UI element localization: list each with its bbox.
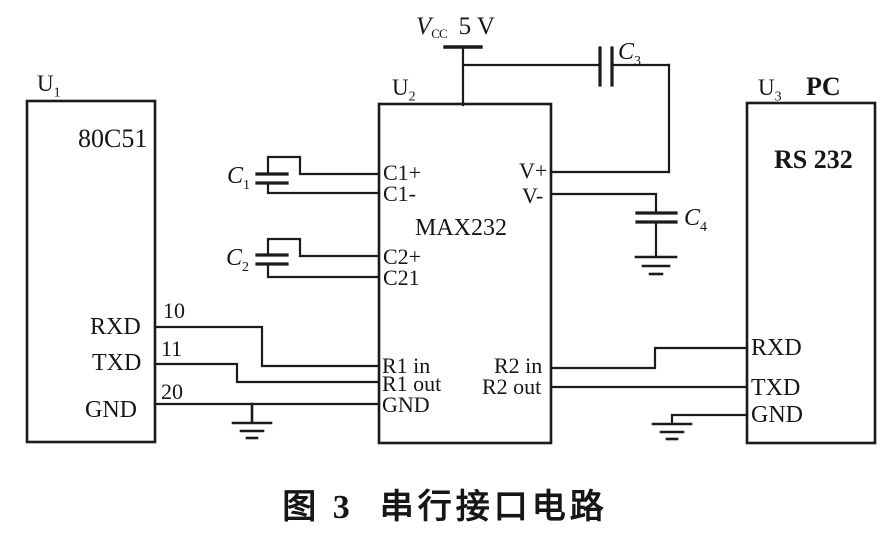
figure-caption: 图 3 串行接口电路 — [0, 479, 890, 528]
u2-ref-label: U2 — [392, 75, 416, 105]
u3-chip-name: RS 232 — [774, 145, 853, 174]
u2-pin-r2in: R2 in — [494, 353, 543, 378]
u3-ref-label: U3 — [758, 75, 782, 105]
u2-pin-vminus: V- — [522, 183, 544, 208]
u3-box — [745, 101, 877, 445]
u2-chip-name: MAX232 — [415, 215, 508, 241]
u3-pin-rxd: RXD — [751, 335, 802, 361]
vcc-power-symbol — [443, 45, 601, 107]
capacitor-c3-symbol — [598, 46, 671, 174]
u1-chip-name: 80C51 — [78, 124, 148, 153]
capacitor-c1-symbol — [255, 155, 381, 195]
wire-number-11: 11 — [161, 336, 183, 361]
ground-symbol-center — [231, 402, 273, 440]
u2-box — [377, 102, 553, 445]
u1-pin-rxd: RXD — [90, 314, 141, 340]
u2-pin-c1minus: C1- — [383, 181, 416, 206]
u2-pin-gnd: GND — [382, 392, 430, 417]
ground-symbol-c4 — [634, 255, 678, 276]
u1-pin-txd: TXD — [92, 350, 142, 376]
rxd-to-r1in-wire — [153, 325, 381, 368]
capacitor-c2-symbol — [255, 237, 381, 279]
u2-pin-r1in: R1 in — [382, 353, 431, 378]
u1-box — [25, 99, 157, 444]
txd-to-r1out-wire — [153, 362, 381, 384]
u2-pin-vplus: V+ — [519, 158, 548, 183]
pc-gnd-wire — [670, 413, 749, 425]
wire-number-20: 20 — [161, 379, 183, 404]
r2in-to-rxd-wire — [549, 346, 749, 370]
capacitor-c1-label: C1 — [227, 163, 251, 193]
ground-symbol-pc — [651, 422, 693, 441]
figure-caption-title: 串行接口电路 — [379, 489, 608, 526]
u3-pin-txd: TXD — [751, 375, 801, 401]
u1-ref-label: U1 — [37, 71, 61, 101]
capacitor-c3-label: C3 — [618, 39, 642, 69]
u1-pin-gnd: GND — [85, 397, 137, 423]
v-minus-wire-c4 — [549, 192, 678, 259]
capacitor-c4-label: C4 — [684, 205, 708, 235]
u3-pc-label: PC — [806, 72, 841, 101]
u2-pin-r2out: R2 out — [482, 374, 542, 399]
u2-pin-r1out: R1 out — [382, 371, 442, 396]
figure-caption-number: 图 3 — [282, 489, 354, 526]
wire-number-10: 10 — [163, 298, 185, 323]
u3-pin-gnd: GND — [751, 402, 803, 428]
u2-pin-c21: C21 — [383, 265, 420, 290]
u2-pin-c2plus: C2+ — [383, 244, 422, 269]
capacitor-c2-label: C2 — [226, 245, 250, 275]
u2-pin-c1plus: C1+ — [383, 160, 422, 185]
